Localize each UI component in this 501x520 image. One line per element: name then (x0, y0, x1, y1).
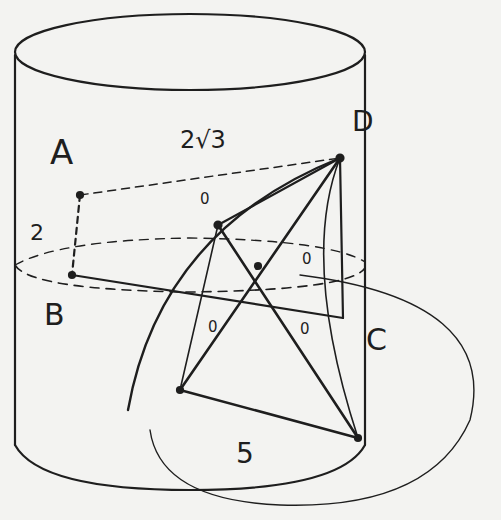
point-label: A (50, 135, 73, 169)
diagonal (180, 158, 340, 390)
mark: 0 (208, 320, 218, 335)
segment-bc (72, 275, 343, 318)
mark: 0 (200, 192, 210, 207)
segment-dc (340, 158, 343, 318)
point (69, 272, 75, 278)
point (77, 192, 83, 198)
point-label: B (44, 300, 65, 330)
cylinder-side (14, 55, 16, 445)
point (215, 222, 222, 229)
section-ellipse (15, 238, 365, 265)
cylinder-bottom (15, 445, 365, 490)
section-ellipse (15, 265, 365, 292)
edge (180, 225, 218, 390)
point-label: D (352, 108, 374, 136)
point (255, 263, 261, 269)
edge (324, 158, 358, 438)
length-label: 2 (30, 222, 44, 244)
point (355, 435, 361, 441)
edge (218, 158, 340, 225)
mark: 0 (300, 322, 310, 337)
point (177, 387, 183, 393)
cylinder-top (15, 14, 365, 90)
point-label: C (366, 325, 387, 355)
arc (128, 158, 340, 410)
point (337, 155, 344, 162)
edge (180, 390, 358, 438)
segment-ab (72, 195, 80, 275)
length-label: 2√3 (180, 128, 226, 152)
circle-arc (150, 275, 474, 505)
length-label: 5 (236, 440, 254, 468)
mark: 0 (302, 252, 312, 267)
